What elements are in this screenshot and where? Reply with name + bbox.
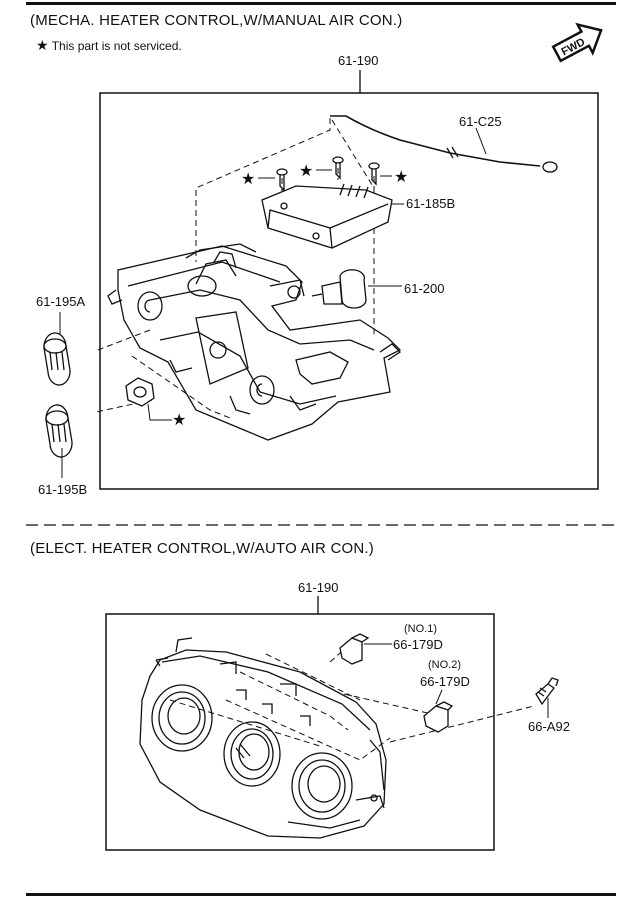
section-heading-mecha: (MECHA. HEATER CONTROL,W/MANUAL AIR CON.… bbox=[30, 12, 403, 29]
svg-text:★: ★ bbox=[172, 412, 186, 429]
callout-61-185b: 61-185B bbox=[406, 196, 456, 211]
callout-61-200: 61-200 bbox=[404, 281, 445, 296]
callout-66-a92: 66-A92 bbox=[528, 719, 570, 734]
top-rule bbox=[26, 2, 616, 5]
section-divider bbox=[26, 524, 616, 526]
elect-heater-control-diagram bbox=[105, 596, 559, 851]
callout-61-190-bottom: 61-190 bbox=[298, 580, 339, 595]
star-icon: ★ bbox=[36, 37, 49, 53]
callout-61-190-top: 61-190 bbox=[338, 53, 379, 68]
fwd-arrow-icon: FWD bbox=[551, 22, 603, 63]
callout-no2-tag: (NO.2) bbox=[428, 659, 461, 671]
callout-61-195a: 61-195A bbox=[36, 294, 86, 309]
not-serviced-note: ★ This part is not serviced. bbox=[36, 37, 182, 54]
callout-no1-tag: (NO.1) bbox=[404, 623, 437, 635]
callout-66-179d-no1: 66-179D bbox=[393, 637, 443, 652]
star-icon: ★ ★ ★ ★ bbox=[172, 163, 408, 429]
callout-61-c25: 61-C25 bbox=[459, 114, 502, 129]
svg-text:★: ★ bbox=[299, 163, 313, 180]
note-text: This part is not serviced. bbox=[51, 39, 182, 53]
callout-66-179d-no2: 66-179D bbox=[420, 674, 470, 689]
svg-text:★: ★ bbox=[241, 171, 255, 188]
section-heading-elect: (ELECT. HEATER CONTROL,W/AUTO AIR CON.) bbox=[30, 540, 374, 557]
bottom-rule bbox=[26, 893, 616, 896]
callout-61-195b: 61-195B bbox=[38, 482, 88, 497]
svg-text:★: ★ bbox=[394, 169, 408, 186]
mecha-heater-control-diagram: ★ ★ ★ ★ bbox=[43, 70, 599, 490]
